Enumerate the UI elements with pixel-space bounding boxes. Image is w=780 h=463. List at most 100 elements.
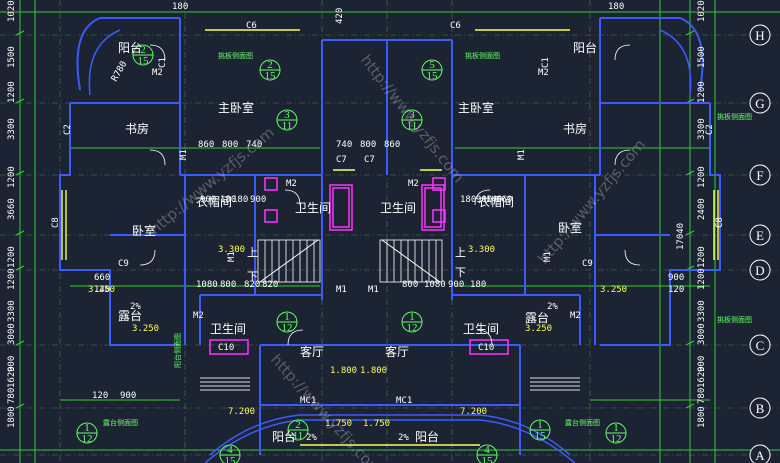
section-marker: 115 — [529, 419, 551, 442]
dimension-text: 3300 — [697, 118, 707, 140]
dimension-text: 820 — [262, 280, 278, 290]
section-marker-top: 2 — [140, 44, 146, 56]
tag-r780: R780 — [110, 60, 130, 84]
dimension-text: 180 — [470, 280, 486, 290]
tag-m1-a: M1 — [179, 149, 189, 160]
dimension-text: 1200 — [7, 166, 17, 188]
balcony-outlines — [88, 29, 692, 463]
dimension-text: 2400 — [697, 198, 707, 220]
wall-hatching — [200, 377, 580, 391]
tag-c2-left: C2 — [63, 124, 73, 135]
section-marker-top: 3 — [284, 109, 290, 121]
dimension-text: 740 — [336, 140, 352, 150]
tag-m2-d: M2 — [408, 179, 419, 189]
dimension-text: 780 — [7, 388, 17, 404]
note-balcony-bottom: 阳台侧面图 — [173, 333, 182, 368]
elevation-3300-right: 3.300 — [468, 245, 495, 255]
axis-bubble-label: B — [756, 401, 765, 416]
room-label-master-bedroom-left: 主卧室 — [218, 100, 254, 115]
dimension-text: 1500 — [7, 46, 17, 68]
room-label-bedroom-right: 卧室 — [558, 220, 582, 235]
room-label-balcony-bottom-right: 阳台 — [415, 429, 439, 444]
tag-m1-f: M1 — [543, 251, 553, 262]
room-label-bathroom-lower-right: 卫生间 — [463, 322, 499, 336]
stair-label-up-right: 上 — [455, 246, 466, 259]
section-marker-top: 4 — [227, 444, 233, 456]
axis-bubble-label: E — [756, 228, 764, 243]
dimension-text: 120 — [92, 391, 108, 401]
note-terrace-left: 露台侧面图 — [103, 418, 138, 427]
note-right-cantilever-a: 挑板侧面图 — [717, 112, 752, 121]
tag-m2-b: M2 — [538, 68, 549, 78]
dimension-text: 3300 — [697, 300, 707, 322]
dimension-text: 1020 — [697, 0, 707, 22]
walls — [59, 17, 721, 455]
elevation-1800-left: 1.800 — [330, 366, 357, 376]
stair-label-up-left: 上 — [247, 246, 258, 259]
dimension-text: 1200 — [697, 246, 707, 268]
axis-bubble: H — [749, 24, 771, 46]
dimension-text: 140 — [486, 195, 502, 205]
dimension-text: 900 — [7, 356, 17, 372]
axis-bubble: B — [749, 397, 771, 419]
tag-c9-right: C9 — [582, 259, 593, 269]
axis-bubble: F — [749, 164, 771, 186]
dimension-text: 140 — [94, 285, 110, 295]
dimension-text: 900 — [448, 280, 464, 290]
axis-bubble-label: H — [755, 28, 764, 43]
axis-bubble: A — [749, 444, 771, 463]
section-marker-bottom: 11 — [282, 120, 293, 132]
axis-bubble-label: G — [755, 96, 764, 111]
dimension-text: 1620 — [7, 366, 17, 388]
dimension-text: 900 — [120, 391, 136, 401]
dimension-text: 3000 — [697, 323, 707, 345]
right-dimension-texts: 1020150012003300120024001200120033003000… — [697, 0, 707, 428]
section-marker-bottom: 15 — [535, 430, 547, 442]
tag-c10-left: C10 — [218, 343, 234, 353]
tag-c10-right: C10 — [478, 343, 494, 353]
note-terrace-right: 露台侧面图 — [565, 418, 600, 427]
dim-top-180-right: 180 — [608, 2, 624, 12]
section-marker: 215 — [259, 59, 281, 82]
section-marker-bottom: 12 — [282, 322, 293, 334]
elevation-3300-left: 3.300 — [218, 245, 245, 255]
section-marker: 211 — [287, 419, 309, 442]
tag-m2-c: M2 — [286, 179, 297, 189]
dimension-text: 3300 — [7, 300, 17, 322]
tag-c7-left: C7 — [336, 155, 347, 165]
room-label-cloakroom-left: 衣帽间 — [196, 194, 232, 209]
section-marker: 415 — [219, 444, 241, 463]
dimension-ticks — [15, 30, 695, 409]
dimension-text: 800 — [222, 140, 238, 150]
dimension-text: 900 — [476, 195, 492, 205]
section-marker-bottom: 15 — [265, 70, 277, 82]
section-marker-bottom: 12 — [407, 322, 418, 334]
dimension-text: 660 — [94, 273, 110, 283]
room-label-bathroom-upper-left: 卫生间 — [295, 201, 331, 215]
stair-label-down-right: 下 — [455, 266, 466, 279]
tag-c8-left: C8 — [51, 217, 61, 228]
dimension-text: 800 — [360, 140, 376, 150]
windows — [61, 29, 719, 446]
room-label-bathroom-upper-right: 卫生间 — [380, 201, 416, 215]
note-right-cantilever-b: 挑板侧面图 — [717, 315, 752, 324]
dimension-text: 1800 — [697, 406, 707, 428]
room-label-balcony-top-right: 阳台 — [573, 40, 597, 55]
elevation-3250-left: 3.250 — [132, 324, 159, 334]
section-marker: 112 — [76, 422, 98, 445]
dimension-text: 1200 — [7, 81, 17, 103]
section-marker-top: 5 — [429, 59, 435, 71]
axis-bubble-label: F — [756, 168, 763, 183]
section-marker-top: 2 — [295, 419, 301, 431]
section-marker: 112 — [401, 311, 423, 334]
section-marker-top: 2 — [267, 59, 273, 71]
room-label-study-right: 书房 — [563, 121, 587, 136]
tag-m1-c: M1 — [336, 285, 347, 295]
room-label-terrace-right: 露台 — [525, 310, 549, 325]
tag-m1-d: M1 — [368, 285, 379, 295]
tag-c6-left: C6 — [246, 21, 257, 31]
dimension-text: 3660 — [7, 198, 17, 220]
bathroom-fixtures — [209, 177, 509, 355]
